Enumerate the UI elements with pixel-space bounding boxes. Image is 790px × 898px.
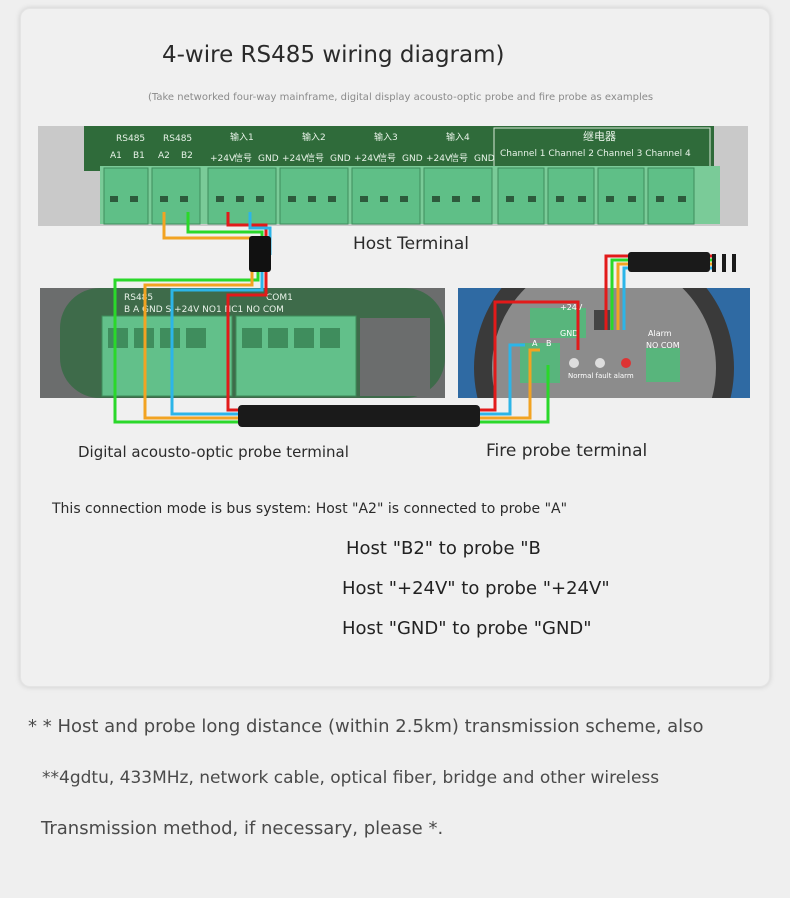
host-terminal-label: A1 — [110, 151, 122, 161]
fire-probe-24v-label: +24V — [560, 303, 583, 312]
fire-probe-alarm-terminals: NO COM — [646, 341, 680, 350]
diagram-subtitle: (Take networked four-way mainframe, digi… — [148, 92, 654, 103]
host-terminal-label: GND — [402, 154, 423, 164]
host-terminal-label: 信号 — [378, 152, 396, 164]
host-terminal-label: 输入3 — [374, 131, 398, 143]
host-terminal-label: +24V — [282, 154, 308, 164]
fire-probe-a-label: A — [532, 339, 538, 348]
probe1-rs485-label: RS485 — [124, 293, 153, 303]
fire-probe-label: Fire probe terminal — [486, 441, 648, 461]
connection-note: This connection mode is bus system: Host… — [52, 501, 568, 517]
acousto-optic-probe-label: Digital acousto-optic probe terminal — [78, 443, 349, 461]
diagram-title: 4-wire RS485 wiring diagram) — [162, 42, 505, 68]
host-terminal-label: GND — [258, 154, 279, 164]
fire-probe-gnd-label: GND — [560, 329, 578, 338]
probe1-terminal-row: B A GND S +24V NO1 NC1 NO COM — [124, 305, 284, 315]
host-terminal-label: Host Terminal — [353, 234, 469, 254]
footnote-2: **4gdtu, 433MHz, network cable, optical … — [42, 768, 660, 788]
host-terminal-label: 信号 — [234, 152, 252, 164]
host-terminal-label: 输入4 — [446, 131, 470, 143]
footnote-3: Transmission method, if necessary, pleas… — [41, 818, 444, 839]
mapping-gnd: Host "GND" to probe "GND" — [342, 618, 592, 639]
relay-channels: Channel 1 Channel 2 Channel 3 Channel 4 — [500, 149, 691, 159]
probe1-com-label: COM1 — [266, 293, 293, 303]
footnote-1: * * Host and probe long distance (within… — [28, 716, 704, 737]
host-terminal-label: GND — [330, 154, 351, 164]
host-terminal-label: 输入2 — [302, 131, 326, 143]
host-terminal-label: RS485 — [116, 134, 145, 144]
mapping-b2: Host "B2" to probe "B — [346, 538, 541, 559]
host-terminal-label: +24V — [426, 154, 452, 164]
fire-probe-b-label: B — [546, 339, 552, 348]
host-terminal-label: +24V — [210, 154, 236, 164]
host-terminal-label: 信号 — [450, 152, 468, 164]
host-terminal-label: B2 — [181, 151, 193, 161]
host-terminal-photo: RS485 A1 B1 RS485 A2 B2 +24V 输入1 信号 GND … — [38, 126, 748, 226]
fire-probe-photo: +24V GND B A Alarm NO COM Normal fault a… — [458, 288, 750, 398]
host-terminal-label: 输入1 — [230, 131, 254, 143]
host-terminal-label: B1 — [133, 151, 145, 161]
acousto-optic-probe-photo: RS485 COM1 B A GND S +24V NO1 NC1 NO COM — [40, 288, 445, 398]
host-terminal-label: +24V — [354, 154, 380, 164]
host-terminal-label: A2 — [158, 151, 170, 161]
host-terminal-label: GND — [474, 154, 495, 164]
mapping-24v: Host "+24V" to probe "+24V" — [342, 578, 610, 599]
host-terminal-label: 信号 — [306, 152, 324, 164]
fire-probe-alarm-label: Alarm — [648, 329, 672, 338]
host-terminal-label: RS485 — [163, 134, 192, 144]
relay-header: 继电器 — [583, 130, 616, 143]
fire-probe-indicator-text: Normal fault alarm — [568, 372, 634, 380]
